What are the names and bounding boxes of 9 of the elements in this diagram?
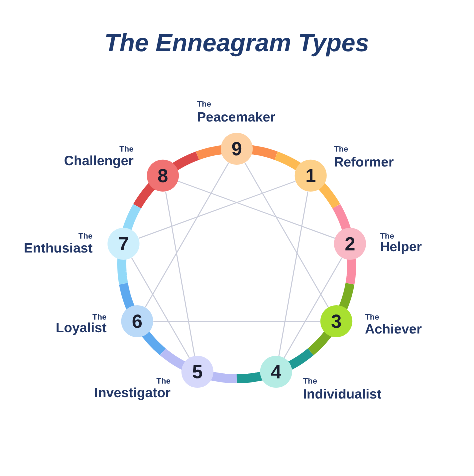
type-name: Enthusiast bbox=[24, 243, 93, 253]
type-name: Peacemaker bbox=[198, 112, 276, 122]
type-name: Individualist bbox=[304, 389, 382, 399]
type-name: Challenger bbox=[64, 156, 134, 168]
type-name: Helper bbox=[381, 242, 422, 254]
type-name: Investigator bbox=[95, 388, 171, 400]
type-name: Achiever bbox=[366, 324, 422, 334]
type-name: Loyalist bbox=[56, 322, 107, 336]
title: The Enneagram Types bbox=[106, 33, 369, 57]
